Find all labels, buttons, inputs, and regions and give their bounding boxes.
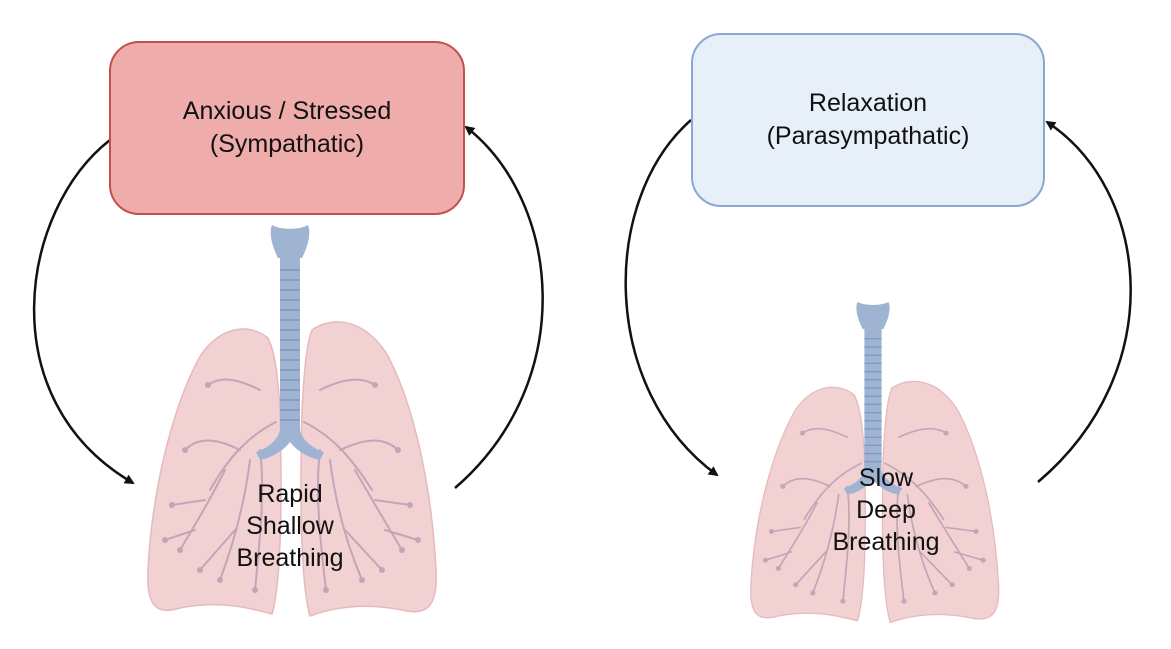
arrow-breathing-to-stress (454, 125, 544, 489)
slow-caption-line3: Breathing (832, 528, 940, 556)
slow-breathing-caption: Slow Deep Breathing (816, 462, 956, 558)
arrow-breathing-to-relaxation (1037, 120, 1132, 483)
rapid-breathing-caption: Rapid Shallow Breathing (215, 478, 365, 574)
stressed-state-subtitle: (Sympathatic) (209, 130, 365, 158)
slow-caption-line1: Slow (858, 464, 914, 492)
relaxation-state-title: Relaxation (808, 89, 928, 117)
arrow-relaxation-to-breathing (624, 119, 719, 477)
slow-caption-line2: Deep (856, 496, 916, 524)
stressed-state-title: Anxious / Stressed (182, 97, 392, 125)
relaxation-state-box: Relaxation (Parasympathatic) (691, 33, 1045, 207)
rapid-caption-line1: Rapid (257, 480, 323, 508)
rapid-caption-line3: Breathing (236, 544, 344, 572)
stressed-state-box: Anxious / Stressed (Sympathatic) (109, 41, 465, 215)
arrow-stress-to-breathing (32, 139, 135, 485)
relaxation-state-subtitle: (Parasympathatic) (766, 122, 970, 150)
rapid-caption-line2: Shallow (246, 512, 334, 540)
